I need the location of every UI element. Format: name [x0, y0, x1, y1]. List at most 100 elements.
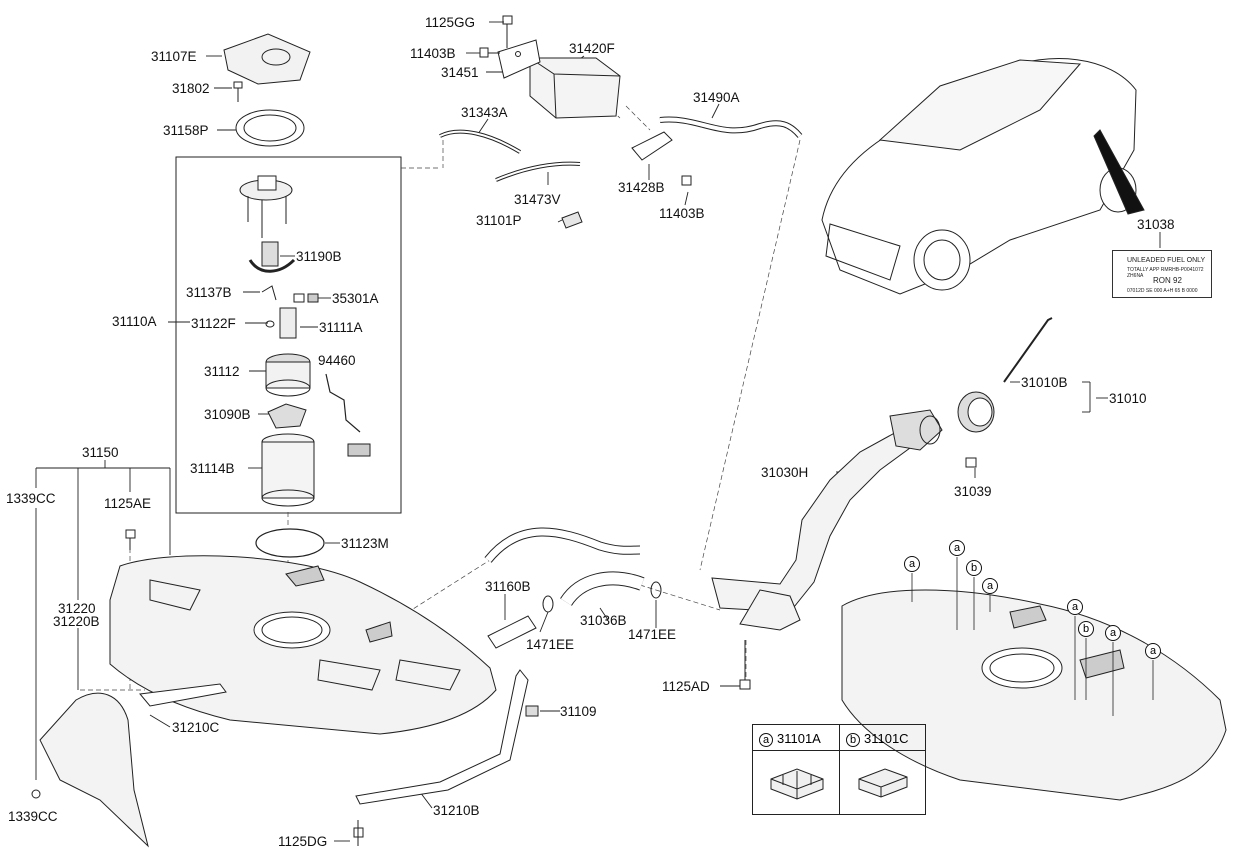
callout-a: a	[904, 556, 920, 572]
fuel-cap-31010	[957, 317, 1053, 433]
bolt-1125ad	[739, 640, 751, 690]
tank-shield-31220	[39, 692, 149, 848]
label-31451: 31451	[441, 65, 479, 80]
legend-box: a 31101A b 31101C	[752, 724, 926, 815]
label-31428b: 31428B	[618, 180, 665, 195]
label-31039: 31039	[954, 484, 992, 499]
ring-31158p	[235, 109, 305, 147]
label-31210c: 31210C	[172, 720, 220, 735]
label-31038: 31038	[1137, 217, 1175, 232]
label-31122f: 31122F	[191, 316, 236, 331]
callout-a: a	[982, 578, 998, 594]
pump-31111a	[265, 307, 297, 339]
label-31123m: 31123M	[341, 536, 389, 551]
hose-31490a	[659, 116, 803, 138]
callout-a: a	[1105, 625, 1121, 641]
screw-31802	[233, 81, 243, 102]
bolt-1339cc	[31, 789, 41, 799]
label-31150: 31150	[82, 445, 119, 460]
reservoir-cup-31114b	[261, 433, 315, 507]
legend-b-circle: b	[846, 733, 860, 747]
fuel-tank-detail	[841, 589, 1227, 801]
label-31160b: 31160B	[485, 579, 531, 594]
callout-a: a	[1067, 599, 1083, 615]
label-1125ad: 1125AD	[662, 679, 710, 694]
label-31137b: 31137B	[186, 285, 232, 300]
label-31110a: 31110A	[112, 314, 157, 329]
label-31190b: 31190B	[296, 249, 342, 264]
gasket-plate-31107e	[223, 33, 311, 85]
label-31220b: 31220B	[53, 614, 100, 629]
label-1471ee-b: 1471EE	[628, 627, 677, 642]
filler-neck-31030h	[711, 409, 943, 631]
label-31473v: 31473V	[514, 192, 561, 207]
bracket-31451	[497, 39, 541, 79]
sender-94460	[325, 373, 371, 457]
strap-31210b	[355, 669, 529, 805]
label-31158p: 31158P	[163, 123, 209, 138]
label-31030h: 31030H	[761, 465, 809, 480]
bolt-1125ae	[125, 529, 136, 550]
hose-31343a	[439, 129, 522, 154]
label-1471ee-a: 1471EE	[526, 637, 575, 652]
label-31090b: 31090B	[204, 407, 251, 422]
car-illustration	[821, 58, 1145, 295]
label-31036b: 31036B	[580, 613, 627, 628]
label-31210b: 31210B	[433, 803, 480, 818]
label-35301a: 35301A	[332, 291, 379, 306]
hose-31160b	[487, 615, 537, 649]
legend-a-circle: a	[759, 733, 773, 747]
label-1125dg: 1125DG	[278, 834, 328, 848]
label-1125ae: 1125AE	[104, 496, 152, 511]
pad-31101p	[561, 211, 583, 229]
bolt-11403b-bot	[681, 175, 692, 186]
parts-31137b	[261, 285, 319, 303]
pump-flange	[239, 175, 293, 238]
label-31114b: 31114B	[190, 461, 235, 476]
jet-pump-31190b	[248, 241, 296, 273]
screw-31039	[965, 457, 977, 468]
label-31101p: 31101P	[476, 213, 522, 228]
canister-31420f	[529, 57, 621, 119]
legend-header-a: a 31101A	[753, 725, 839, 751]
hose-tank-to-filler	[484, 527, 641, 563]
label-11403b-bot: 11403B	[659, 206, 705, 221]
clamp-1471ee-b	[650, 581, 662, 599]
label-31220: 31220	[58, 601, 96, 616]
label-31010: 31010	[1109, 391, 1147, 406]
hose-31036b	[560, 571, 645, 607]
fuel-label-line3: RON 92	[1153, 276, 1182, 285]
ring-31123m	[255, 528, 325, 558]
bolt-11403b-top	[479, 47, 500, 58]
fuel-label-sticker: UNLEADED FUEL ONLY TOTALLY APP RMRHB-P00…	[1112, 250, 1212, 298]
bracket-31428b	[631, 131, 673, 161]
label-1339cc-top: 1339CC	[6, 491, 56, 506]
label-31343a: 31343A	[461, 105, 508, 120]
label-31111a: 31111A	[319, 320, 363, 335]
legend-divider	[839, 725, 840, 814]
label-31490a: 31490A	[693, 90, 740, 105]
label-31107e: 31107E	[151, 49, 197, 64]
legend-b-part: 31101C	[864, 731, 909, 746]
callout-a: a	[1145, 643, 1161, 659]
callout-b: b	[966, 560, 982, 576]
pad-b-illustration	[858, 768, 908, 798]
label-11403b-top: 11403B	[410, 46, 456, 61]
fuel-label-line1: UNLEADED FUEL ONLY	[1127, 257, 1206, 264]
callout-b: b	[1078, 621, 1094, 637]
label-31109: 31109	[560, 704, 597, 719]
fuel-tank-main	[109, 555, 497, 735]
callout-a: a	[949, 540, 965, 556]
pad-a-illustration	[770, 768, 824, 800]
fuel-label-line4: 07012D SE 000 A+H 65 B 0000	[1127, 288, 1198, 294]
pump-module-box	[175, 156, 402, 514]
label-1125gg: 1125GG	[425, 15, 476, 30]
hose-31473v	[495, 161, 581, 182]
label-31010b: 31010B	[1021, 375, 1068, 390]
bolt-1125dg	[353, 820, 364, 846]
label-94460: 94460	[318, 353, 356, 368]
label-1339cc-bot: 1339CC	[8, 809, 58, 824]
legend-a-part: 31101A	[777, 731, 821, 746]
